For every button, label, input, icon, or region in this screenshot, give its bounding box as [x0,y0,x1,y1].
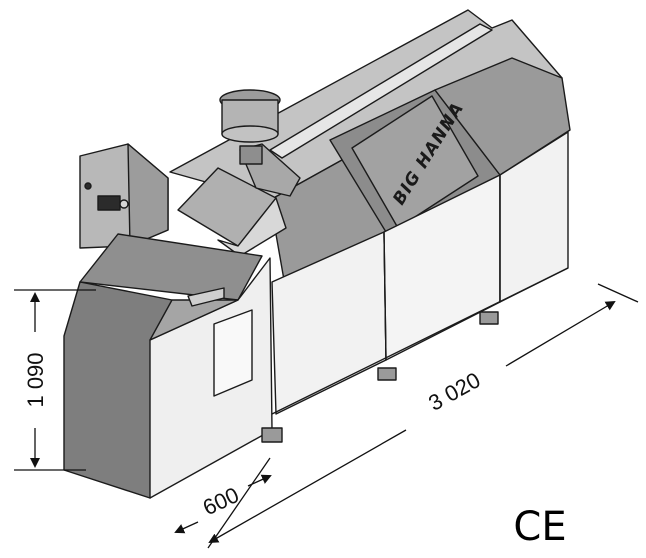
front-handle [187,287,225,307]
machine-body [63,9,571,499]
foot-2 [377,367,397,381]
base-edge [271,267,569,415]
length-arrow-left [208,429,407,543]
foot-3 [479,311,499,325]
length-dimension [207,283,639,549]
length-ext-right [597,283,639,303]
roof-rail [269,23,493,159]
control-cabinet [79,143,169,249]
height-dimension-label: 1 090 [23,352,48,407]
vent-assembly [219,89,301,197]
vent-base [221,125,279,143]
height-dimension [14,289,96,471]
inspection-window [213,309,253,397]
length-arrow-right [505,300,616,367]
brand-plate [351,95,479,229]
length-dimension-label: 3 020 [424,367,484,416]
foot-1 [261,427,283,443]
vent-neck [239,145,263,165]
length-ext-left [207,457,271,549]
panel-seam-1 [383,231,387,361]
upper-slope-right [434,57,571,176]
front-top [79,233,263,301]
front-module [63,233,273,499]
width-arrow-left [174,521,199,534]
ce-mark: CE [513,504,566,550]
control-knob [119,199,129,209]
control-screen [97,195,121,211]
control-indicator [84,182,92,190]
width-dimension-label: 600 [199,482,243,520]
